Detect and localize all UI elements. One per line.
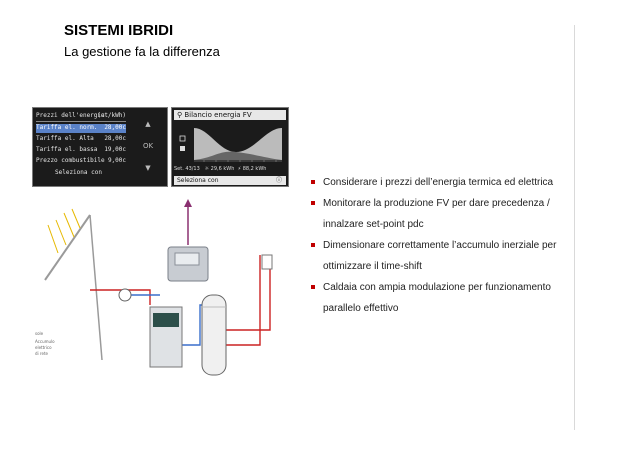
legend-line: Accumulo [35, 339, 55, 344]
bullet-item: Dimensionare correttamente l’accumulo in… [307, 235, 572, 277]
legend-line: di rete [35, 351, 49, 356]
price-row[interactable]: Tariffa el. norm. 28,00c [36, 124, 126, 133]
storage-tank [201, 294, 227, 376]
prices-header: Prezzi dell'energia (ct/kWh) [36, 112, 126, 122]
energy-prices-screen: Prezzi dell'energia (ct/kWh) Tariffa el.… [32, 107, 168, 187]
pipes [90, 255, 271, 346]
legend-line: sole [35, 331, 44, 336]
magnifier-icon: ⚲ [177, 111, 185, 119]
sun-icon: ☼ [204, 166, 210, 172]
pv-balance-screen: ⚲ Bilancio energia FV Set. 43/13 ☼ 29,6 … [171, 107, 289, 187]
select-bar[interactable]: Seleziona con ⓘ [174, 176, 286, 185]
up-arrow-icon[interactable]: ▲ [145, 120, 151, 128]
hybrid-system-diagram: sole Accumulo elettrico di rete [35, 199, 273, 376]
info-icon[interactable]: ⓘ [275, 177, 282, 184]
diagram-legend: sole Accumulo elettrico di rete [35, 331, 55, 356]
controller-unit [167, 246, 209, 282]
slide-subtitle: La gestione fa la differenza [64, 44, 220, 59]
bullet-item: Caldaia con ampia modulazione per funzio… [307, 277, 572, 319]
radiator-icon [261, 254, 273, 270]
price-row[interactable]: Prezzo combustibile 9,00c [36, 157, 126, 164]
pump-icon [118, 288, 132, 302]
slide-title: SISTEMI IBRIDI [64, 22, 174, 39]
bullet-list: Considerare i prezzi dell’energia termic… [307, 172, 572, 319]
solar-collector [44, 208, 103, 361]
prices-footer: Seleziona con [55, 169, 102, 176]
price-row[interactable]: Tariffa el. Alta 28,00c [36, 135, 126, 142]
price-row[interactable]: Tariffa el. bassa 19,00c [36, 146, 126, 153]
legend-line: elettrico [35, 345, 52, 350]
ok-button[interactable]: OK [142, 142, 154, 150]
bullet-item: Monitorare la produzione FV per dare pre… [307, 193, 572, 235]
divider-line [574, 25, 575, 430]
down-arrow-icon[interactable]: ▼ [145, 164, 151, 172]
pv-legend-icons [179, 135, 186, 151]
exhaust-arrow [184, 199, 192, 245]
pv-balance-title: ⚲ Bilancio energia FV [174, 110, 286, 120]
navigation-pad: ▲ OK ▼ [132, 114, 164, 180]
plug-icon: ⚡ [237, 166, 242, 172]
heat-pump [149, 306, 183, 368]
pv-balance-footer: Set. 43/13 ☼ 29,6 kWh ⚡ 88,2 kWh [174, 166, 267, 172]
bullet-item: Considerare i prezzi dell’energia termic… [307, 172, 572, 193]
pv-production-graph [179, 128, 282, 162]
